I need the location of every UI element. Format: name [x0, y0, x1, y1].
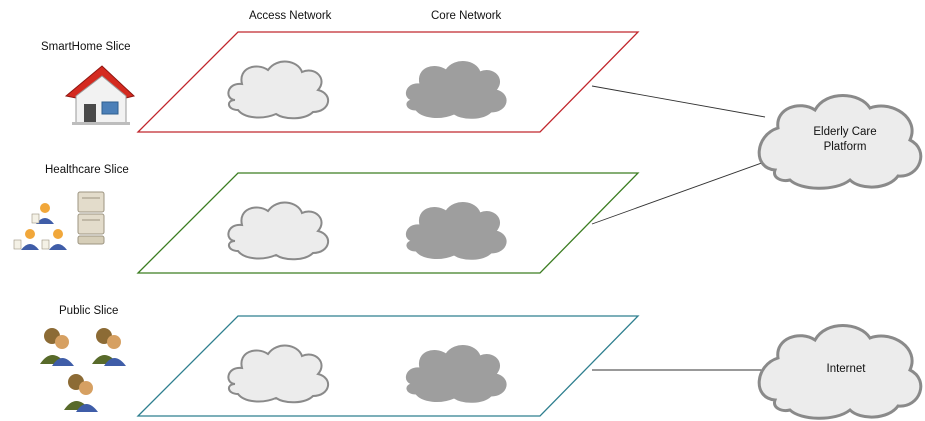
public-access-network-cloud — [227, 344, 330, 404]
elderly-care-line1: Elderly Care — [813, 126, 877, 138]
smarthome-slice-label: SmartHome Slice — [41, 41, 131, 53]
elderly-care-line2: Platform — [823, 141, 867, 153]
smarthome-slice-plane — [136, 31, 640, 133]
elderly-care-platform-cloud — [757, 94, 923, 190]
public-slice-plane — [136, 315, 640, 417]
internet-cloud — [757, 324, 923, 420]
connector-smarthome-elderly — [591, 85, 766, 118]
healthcare-access-network-cloud — [227, 201, 330, 261]
healthcare-slice-plane — [136, 172, 640, 274]
house-icon — [64, 65, 136, 125]
access-network-header: Access Network — [249, 10, 332, 22]
patients-server-icon — [13, 191, 105, 250]
elderly-care-platform-label: Elderly Care Platform — [800, 125, 890, 155]
connector-healthcare-elderly — [591, 159, 771, 225]
core-network-header: Core Network — [431, 10, 502, 22]
smarthome-core-network-cloud — [405, 61, 507, 119]
healthcare-core-network-cloud — [405, 202, 507, 260]
healthcare-slice-label: Healthcare Slice — [45, 164, 129, 176]
people-group-icon — [40, 328, 126, 412]
internet-label: Internet — [826, 363, 866, 375]
smarthome-access-network-cloud — [227, 60, 330, 120]
public-core-network-cloud — [405, 345, 507, 403]
public-slice-label: Public Slice — [59, 305, 119, 317]
